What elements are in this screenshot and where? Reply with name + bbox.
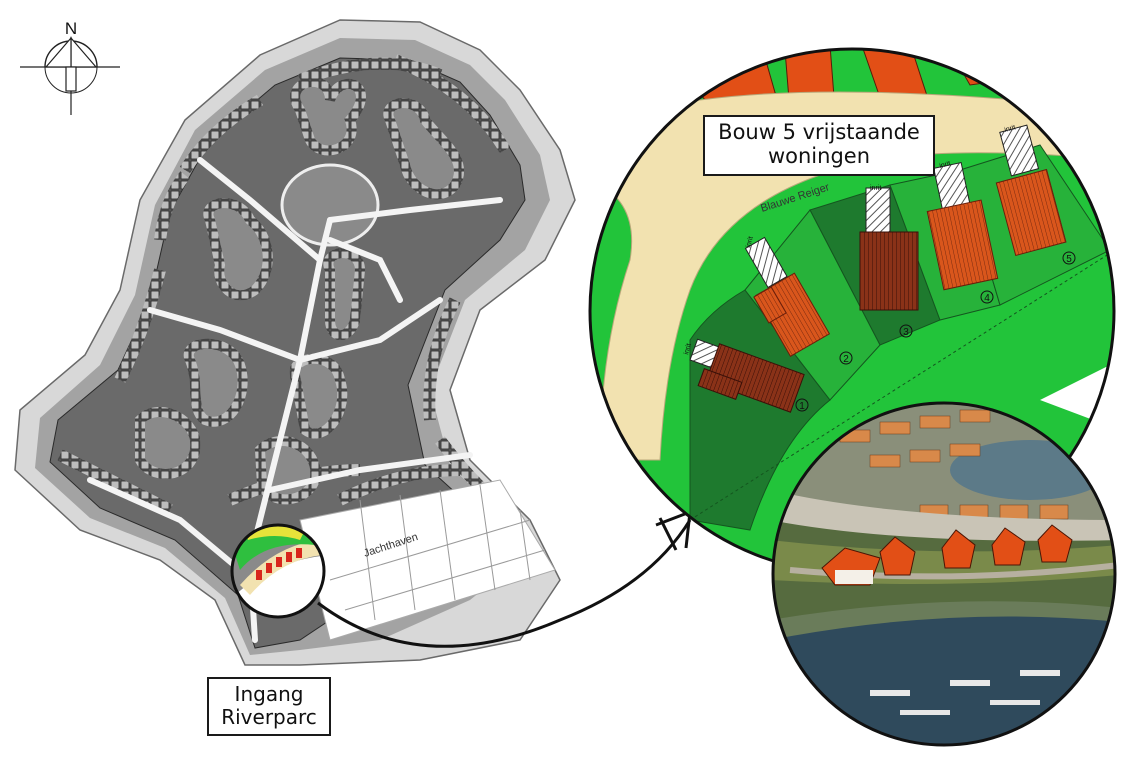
street-road — [590, 91, 1114, 461]
plot-number-2: 2 — [843, 354, 849, 365]
driveway-label-1: inrit — [683, 343, 693, 356]
site-plan: Jachthaven — [14, 19, 576, 666]
driveway-label-4: inrit — [939, 160, 952, 170]
project-label: Bouw 5 vrijstaande woningen — [703, 115, 935, 177]
driveway-label-3: inrit — [870, 185, 881, 192]
house-plot-3 — [859, 187, 919, 311]
house-plot-1 — [689, 338, 805, 413]
driveway-label-5: inrit — [1004, 124, 1017, 134]
plot-number-1: 1 — [799, 401, 805, 412]
entrance-label-line-1: Ingang — [234, 682, 304, 706]
plot-number-4: 4 — [984, 293, 990, 304]
house-plot-4 — [926, 161, 999, 291]
entrance-label: Ingang Riverparc — [207, 677, 331, 736]
north-label: N — [65, 19, 77, 38]
road-network — [87, 157, 503, 643]
plot-number-3: 3 — [903, 327, 909, 338]
plot-number-5: 5 — [1066, 254, 1072, 265]
project-label-line-2: woningen — [767, 144, 871, 169]
compass-rose-icon: N — [20, 19, 120, 115]
cluster-group — [135, 77, 465, 505]
house-plot-2 — [744, 236, 831, 357]
driveway-label-2: inrit — [745, 236, 755, 249]
aerial-new-houses — [821, 524, 1073, 586]
project-label-line-1: Bouw 5 vrijstaande — [718, 120, 920, 144]
entrance-label-line-2: Riverparc — [221, 705, 317, 729]
detail-locator-circle — [230, 523, 326, 619]
house-plot-5 — [995, 124, 1067, 257]
marina: Jachthaven — [299, 479, 556, 641]
